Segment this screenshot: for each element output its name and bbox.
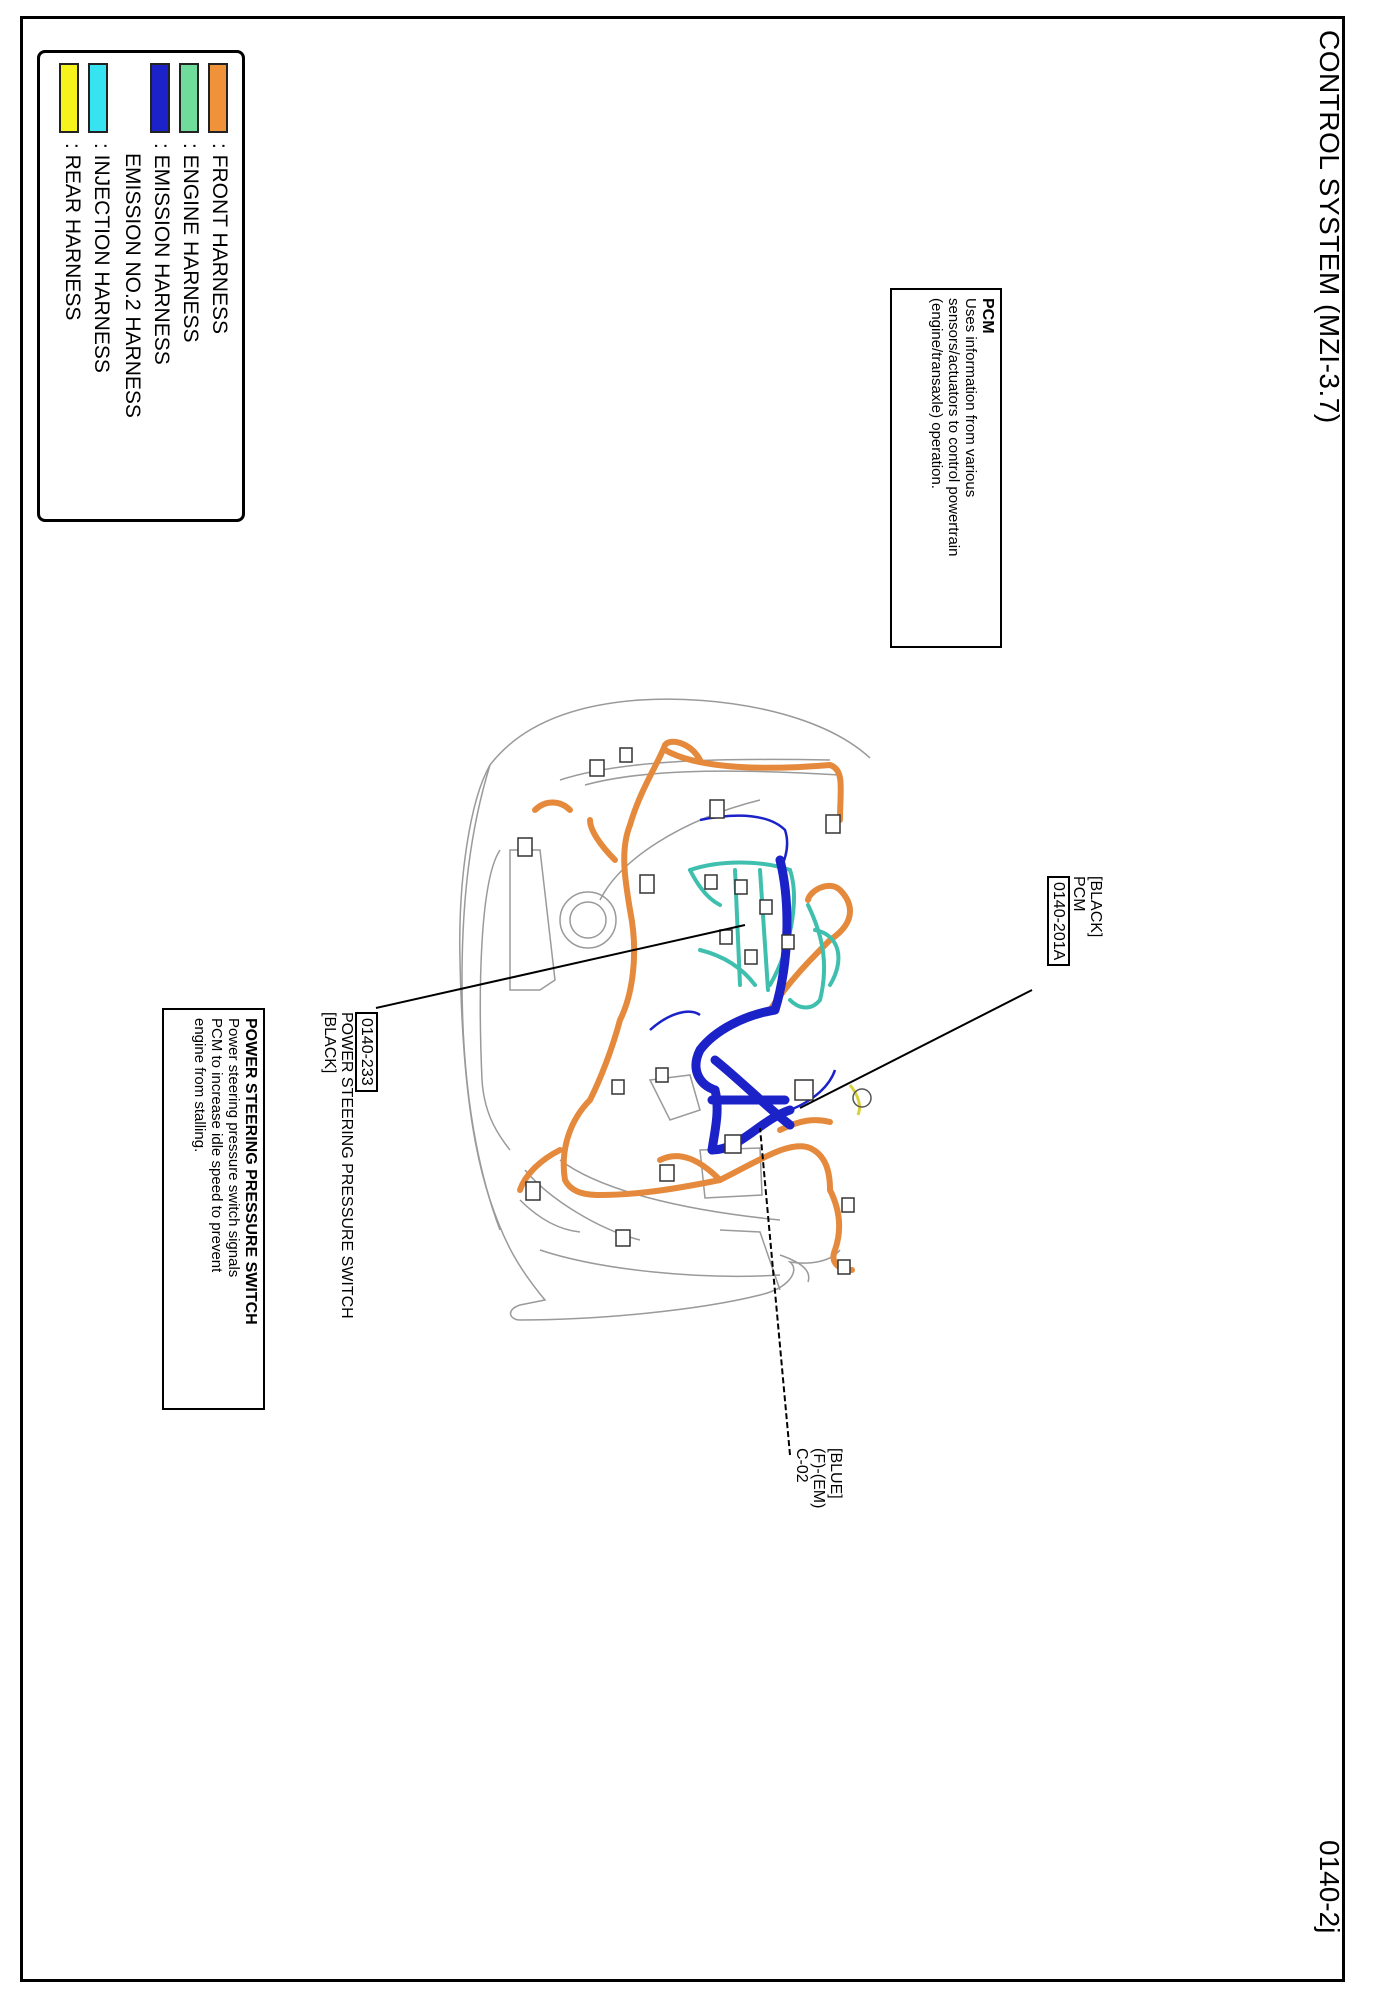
legend-swatch-rear <box>59 63 79 133</box>
legend-swatch-emission <box>150 63 170 133</box>
ps-switch-leader-line <box>375 924 746 1009</box>
pcm-leader-line <box>799 989 1033 1109</box>
legend-swatch-front <box>208 63 228 133</box>
emission-harness <box>691 855 795 1155</box>
rear-harness <box>848 1084 862 1116</box>
connector-icon <box>852 1088 872 1108</box>
front-harness <box>517 738 855 1273</box>
ps-switch-info-box: POWER STEERING PRESSURE SWITCH Power ste… <box>162 1008 265 1410</box>
connectors <box>517 747 855 1275</box>
c02-leader-line <box>759 1127 791 1456</box>
harness-legend: : FRONT HARNESS : ENGINE HARNESS : EMISS… <box>37 50 245 522</box>
vehicle-outline <box>459 698 871 1321</box>
legend-swatch-injection <box>88 63 108 133</box>
emission-no2-harness <box>649 814 837 1112</box>
legend-swatch-engine <box>179 63 199 133</box>
pcm-info-box: PCM Uses information from various sensor… <box>890 288 1002 648</box>
leader-lines <box>375 924 1033 1456</box>
page-border <box>20 16 1345 1982</box>
